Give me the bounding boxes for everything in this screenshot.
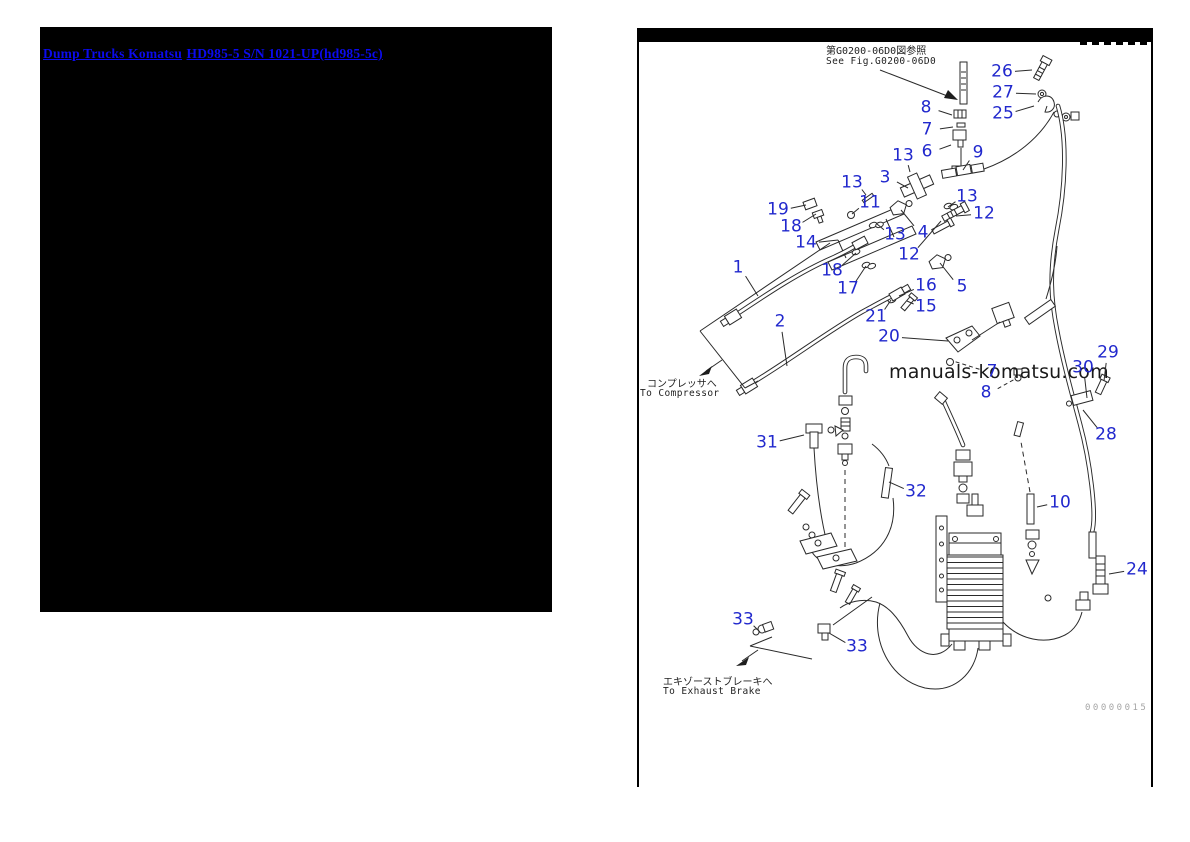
panel-top-bar bbox=[637, 28, 1151, 42]
watermark: manuals-komatsu.com bbox=[889, 361, 1109, 383]
compressor-label-jp: コンプレッサへ bbox=[647, 379, 717, 390]
left-black-banner: Dump Trucks Komatsu HD985-5 S/N 1021-UP(… bbox=[40, 27, 552, 612]
compressor-label-en: To Compressor bbox=[640, 388, 720, 399]
ref-note-en: See Fig.G0200-06D0 bbox=[826, 56, 937, 67]
ref-note-jp: 第G0200-06D0図参照 bbox=[826, 46, 927, 57]
bar-dash bbox=[1116, 42, 1123, 45]
link-model-serial[interactable]: HD985-5 S/N 1021-UP(hd985-5c) bbox=[186, 46, 383, 61]
breadcrumb: Dump Trucks Komatsu HD985-5 S/N 1021-UP(… bbox=[43, 45, 383, 63]
exhaust-label-en: To Exhaust Brake bbox=[663, 686, 761, 697]
bar-dash bbox=[1092, 42, 1099, 45]
doc-number: 00000015 bbox=[1085, 703, 1149, 713]
bar-dash bbox=[1104, 42, 1111, 45]
exhaust-label-jp: エキゾーストブレーキへ bbox=[663, 677, 773, 688]
link-dump-trucks-komatsu[interactable]: Dump Trucks Komatsu bbox=[43, 46, 183, 61]
bar-dash bbox=[1128, 42, 1135, 45]
bar-dash bbox=[1140, 42, 1147, 45]
bar-dash bbox=[1080, 42, 1087, 45]
